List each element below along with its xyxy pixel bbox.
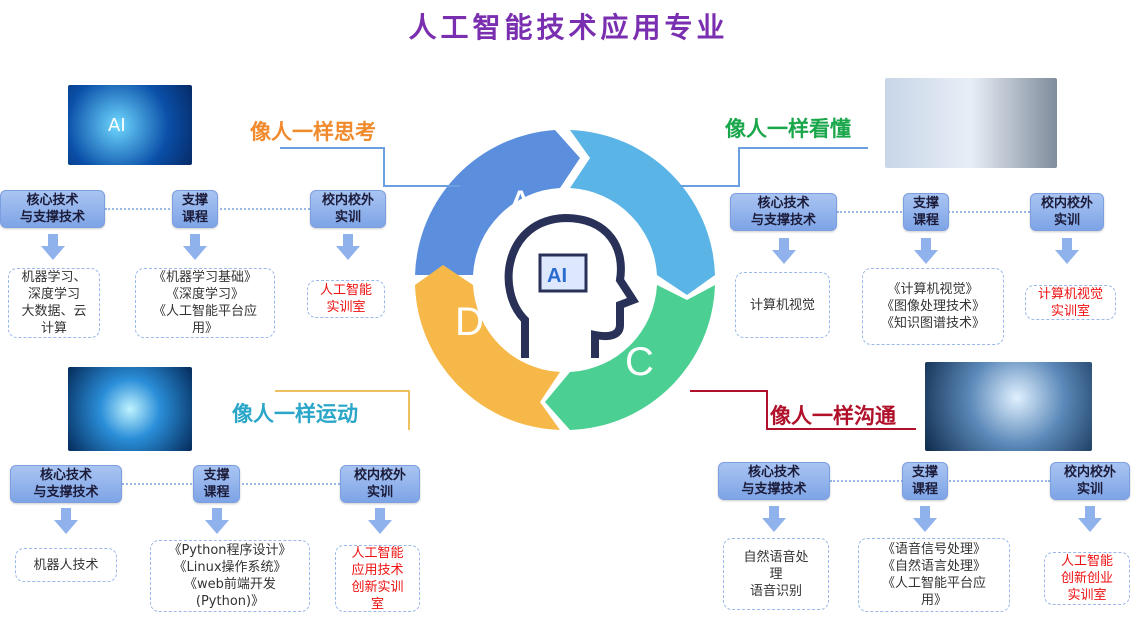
down-arrow-icon: [1078, 506, 1102, 532]
down-arrow-icon: [913, 506, 937, 532]
content-box-lab-see: 计算机视觉 实训室: [1025, 285, 1116, 320]
connector-see: [680, 147, 740, 187]
content-box-core-talk: 自然语音处 理 语音识别: [723, 538, 829, 610]
heading-see: 像人一样看懂: [725, 117, 851, 141]
connector-talk-2: [766, 428, 916, 430]
header-box-course-think: 支撑 课程: [172, 190, 218, 228]
segment-b: [570, 130, 715, 295]
header-box-core-talk: 核心技术 与支撑技术: [718, 462, 830, 500]
down-arrow-icon: [368, 508, 392, 534]
running-robot-image: [68, 367, 192, 451]
header-box-lab-talk: 校内校外 实训: [1050, 462, 1130, 500]
down-arrow-icon: [183, 234, 207, 260]
down-arrow-icon: [40, 234, 65, 260]
image-ai-text: AI: [108, 114, 126, 136]
connector-see-2: [738, 147, 868, 187]
header-box-lab-think: 校内校外 实训: [310, 190, 386, 228]
header-box-lab-move: 校内校外 实训: [340, 465, 420, 503]
header-box-core-see: 核心技术 与支撑技术: [730, 193, 837, 231]
connector-talk: [690, 390, 768, 430]
header-box-core-move: 核心技术 与支撑技术: [10, 465, 122, 503]
down-arrow-icon: [336, 234, 360, 260]
content-box-core-see: 计算机视觉: [735, 272, 830, 338]
heading-think: 像人一样思考: [250, 120, 376, 144]
cycle-diagram: A B C D AI: [415, 130, 715, 430]
header-box-course-talk: 支撑 课程: [902, 462, 948, 500]
heading-talk: 像人一样沟通: [770, 404, 896, 428]
robot-vision-image: [885, 78, 1057, 168]
header-box-course-see: 支撑 课程: [903, 193, 949, 231]
content-box-course-talk: 《语音信号处理》 《自然语言处理》 《人工智能平台应 用》: [858, 538, 1010, 612]
label-d: D: [455, 300, 484, 344]
content-box-lab-talk: 人工智能 创新创业 实训室: [1044, 552, 1130, 605]
down-arrow-icon: [1055, 238, 1079, 264]
down-arrow-icon: [762, 506, 786, 532]
down-arrow-icon: [771, 238, 796, 264]
content-box-lab-think: 人工智能 实训室: [307, 280, 385, 318]
down-arrow-icon: [914, 238, 938, 264]
segment-d: [415, 265, 560, 430]
content-box-lab-move: 人工智能 应用技术 创新实训 室: [335, 545, 420, 612]
connector-think-2: [385, 185, 460, 187]
svg-text:AI: AI: [547, 265, 567, 287]
content-box-core-think: 机器学习、 深度学习 大数据、云 计算: [8, 268, 100, 338]
content-box-course-see: 《计算机视觉》 《图像处理技术》 《知识图谱技术》: [862, 268, 1004, 345]
segment-a: [415, 130, 580, 275]
down-arrow-icon: [54, 508, 78, 534]
heading-move: 像人一样运动: [232, 402, 358, 426]
segment-c: [545, 285, 715, 430]
header-box-lab-see: 校内校外 实训: [1030, 193, 1104, 231]
down-arrow-icon: [204, 508, 229, 534]
label-a: A: [507, 183, 534, 227]
handshake-image: [925, 362, 1092, 451]
content-box-core-move: 机器人技术: [15, 548, 117, 582]
header-box-course-move: 支撑 课程: [193, 465, 240, 503]
connector-think: [280, 147, 385, 187]
ai-brain-image: AI: [68, 85, 192, 165]
connector-move: [275, 390, 410, 430]
content-box-course-move: 《Python程序设计》 《Linux操作系统》 《web前端开发 (Pytho…: [150, 540, 310, 612]
page-title: 人工智能技术应用专业: [408, 11, 729, 44]
content-box-course-think: 《机器学习基础》 《深度学习》 《人工智能平台应 用》: [135, 268, 275, 338]
header-box-core-think: 核心技术 与支撑技术: [0, 190, 105, 228]
ai-head-icon: AI: [504, 213, 640, 358]
label-c: C: [625, 340, 654, 384]
